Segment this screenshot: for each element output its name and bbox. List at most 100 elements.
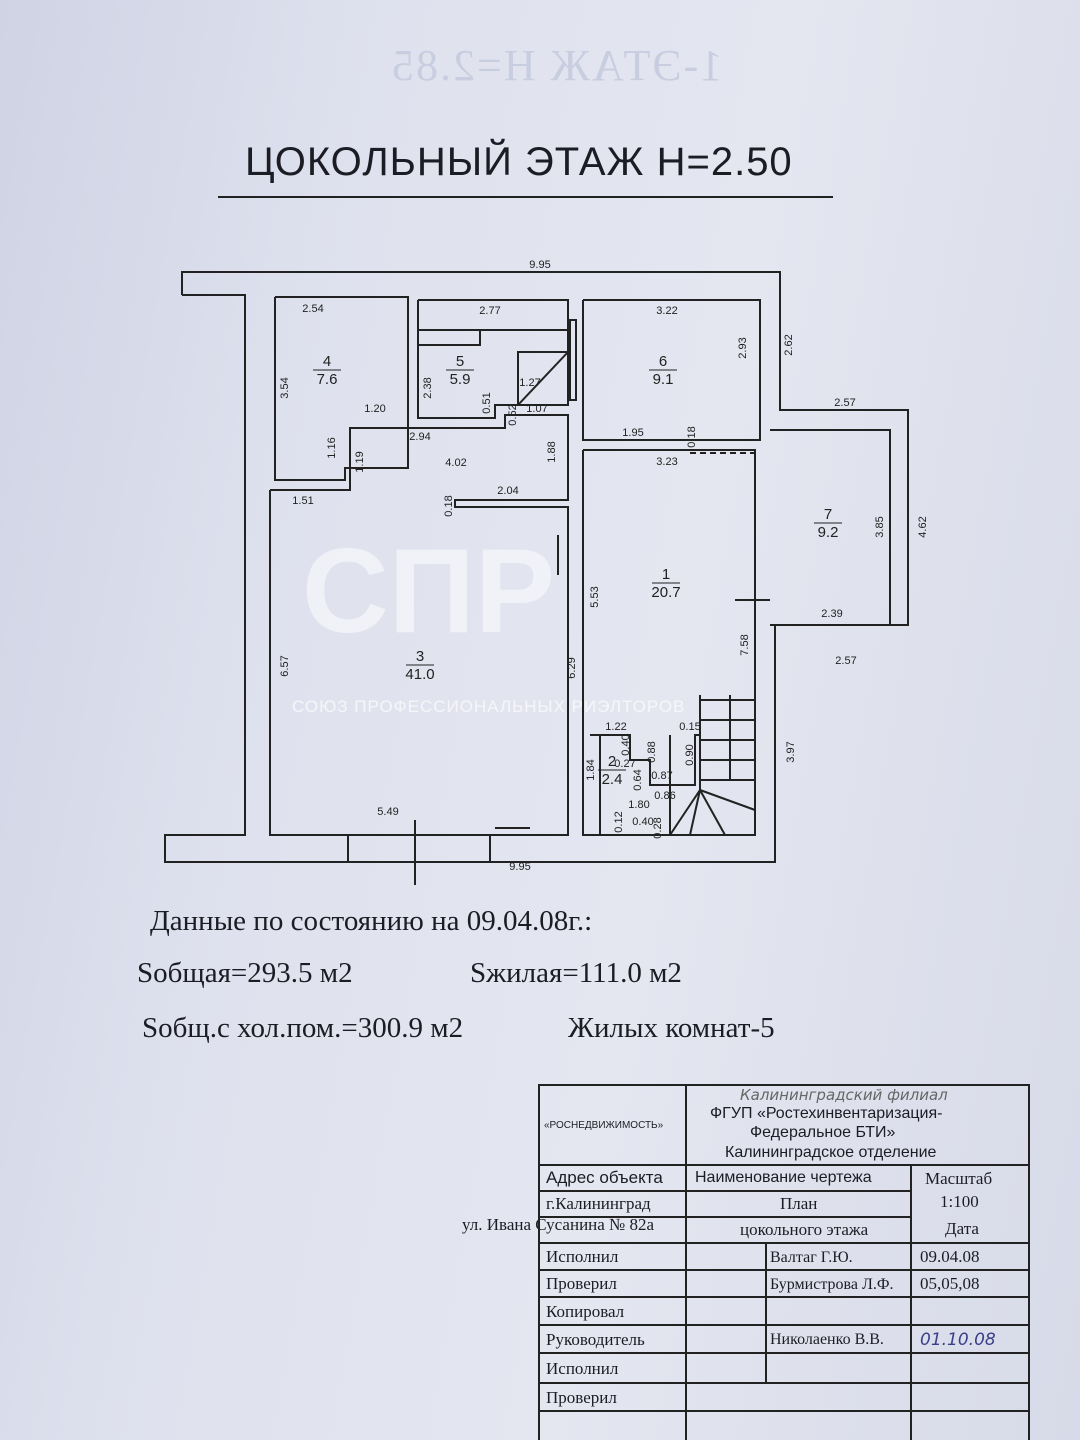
title-underline (218, 196, 833, 198)
dimension-label: 0.18 (443, 495, 455, 516)
dimension-label: 4.02 (445, 457, 466, 469)
dimension-label: 1.27 (519, 377, 540, 389)
dimension-label: 0.87 (651, 770, 672, 782)
data-date-line: Данные по состоянию на 09.04.08г.: (150, 905, 593, 937)
staff-role: Проверил (546, 1274, 617, 1294)
staff-name: Николаенко В.В. (770, 1331, 884, 1349)
dimension-label: 1.16 (326, 437, 338, 458)
plan-line-2: цокольного этажа (740, 1219, 869, 1239)
dimension-label: 0.40 (632, 816, 653, 828)
drawing-name-label: Наименование чертежа (695, 1169, 872, 1187)
dimension-label: 2.38 (422, 377, 434, 398)
dimension-label: 5.49 (377, 806, 398, 818)
living-area: Sжилая=111.0 м2 (470, 957, 682, 989)
dimension-label: 7.58 (739, 634, 751, 655)
staff-role: Проверил (546, 1387, 617, 1407)
scale-label: Масштаб (925, 1168, 993, 1188)
dimension-label: 6.29 (566, 657, 578, 678)
dimension-label: 3.22 (656, 305, 677, 317)
dimension-label: 0.28 (652, 817, 664, 838)
dimension-label: 4.62 (917, 516, 929, 537)
dimension-label: 1.19 (354, 451, 366, 472)
watermark-subtitle: СОЮЗ ПРОФЕССИОНАЛЬНЫХ РИЭЛТОРОВ (292, 697, 685, 716)
room-area: 41.0 (405, 666, 434, 683)
staff-date: 05,05,08 (920, 1274, 980, 1294)
room-number: 2 (608, 753, 616, 770)
room-number: 6 (659, 353, 667, 370)
dimension-label: 1.22 (605, 721, 626, 733)
dimension-label: 2.77 (479, 305, 500, 317)
dimension-label: 0.90 (684, 744, 696, 765)
dimension-label: 9.95 (529, 259, 550, 271)
dimension-label: 2.04 (497, 485, 518, 497)
dimension-label: 2.57 (834, 397, 855, 409)
staff-date: 01.10.08 (920, 1329, 996, 1350)
room-area: 5.9 (450, 371, 471, 388)
dimension-label: 1.80 (628, 799, 649, 811)
total-area: Sобщая=293.5 м2 (137, 957, 353, 989)
dimension-label: 0.12 (613, 811, 625, 832)
org-line-1: ФГУП «Ростехинвентаризация- (710, 1104, 943, 1122)
dimension-label: 0.51 (481, 392, 493, 413)
dimension-label: 0.52 (507, 404, 519, 425)
room-number: 4 (323, 353, 331, 370)
staff-role: Руководитель (546, 1329, 645, 1349)
dimension-label: 6.57 (279, 655, 291, 676)
staff-date: 09.04.08 (920, 1247, 980, 1267)
title-block-stamp: «РОСНЕДВИЖИМОСТЬ» Калининградский филиал… (538, 1084, 1030, 1440)
room-area: 7.6 (317, 371, 338, 388)
room-number: 1 (662, 566, 670, 583)
dimension-label: 0.18 (686, 426, 698, 447)
room-number: 7 (824, 506, 832, 523)
room-area: 9.1 (653, 371, 674, 388)
scale-value: 1:100 (940, 1191, 979, 1211)
room-area: 2.4 (602, 771, 623, 788)
dimension-label: 9.95 (509, 861, 530, 873)
branch-handwritten: Калининградский филиал (740, 1085, 948, 1104)
dimension-label: 0.64 (632, 769, 644, 790)
dimension-label: 3.54 (279, 377, 291, 398)
dimension-label: 1.84 (585, 759, 597, 780)
address-label: Адрес объекта (546, 1167, 663, 1187)
dimension-label: 3.23 (656, 456, 677, 468)
dimension-label: 0.86 (654, 790, 675, 802)
dimension-labels: 9.95 2.54 2.77 3.22 2.62 2.57 3.54 2.38 1.27 0.51… (279, 259, 929, 873)
living-rooms-count: Жилых комнат-5 (568, 1012, 775, 1044)
walls (164, 271, 909, 885)
dimension-label: 1.51 (292, 495, 313, 507)
city: г.Калининград (546, 1193, 651, 1213)
plan-line-1: План (780, 1193, 818, 1213)
staff-role: Копировал (546, 1301, 625, 1321)
room-area: 20.7 (651, 584, 680, 601)
dimension-label: 3.97 (785, 741, 797, 762)
dimension-label: 0.40 (620, 734, 632, 755)
dimension-label: 2.39 (821, 608, 842, 620)
date-label: Дата (945, 1218, 979, 1238)
dimension-label: 3.85 (874, 516, 886, 537)
staff-role: Исполнил (546, 1247, 619, 1267)
staff-role: Исполнил (546, 1358, 619, 1378)
dimension-label: 2.54 (302, 303, 323, 315)
staff-name: Валтаг Г.Ю. (770, 1248, 853, 1266)
dimension-label: 1.95 (622, 427, 643, 439)
dimension-label: 0.88 (646, 741, 658, 762)
dimension-label: 2.62 (783, 334, 795, 355)
staff-name: Бурмистрова Л.Ф. (770, 1275, 894, 1293)
page-title: ЦОКОЛЬНЫЙ ЭТАЖ H=2.50 (245, 140, 793, 184)
department: Калининградское отделение (725, 1143, 937, 1161)
dimension-label: 0.27 (614, 758, 635, 770)
dimension-label: 1.07 (526, 403, 547, 415)
stairs (669, 695, 756, 836)
room-area: 9.2 (818, 524, 839, 541)
room-number: 3 (416, 648, 424, 665)
watermark-logo: СПР (302, 524, 555, 658)
dimension-label: 1.20 (364, 403, 385, 415)
agency-name: «РОСНЕДВИЖИМОСТЬ» (544, 1119, 664, 1131)
dimension-label: 2.57 (835, 655, 856, 667)
dimension-label: 1.88 (546, 441, 558, 462)
total-area-with-cold: Sобщ.с хол.пом.=300.9 м2 (142, 1012, 464, 1044)
dimension-label: 0.15 (679, 721, 700, 733)
dimension-label: 2.93 (737, 337, 749, 358)
